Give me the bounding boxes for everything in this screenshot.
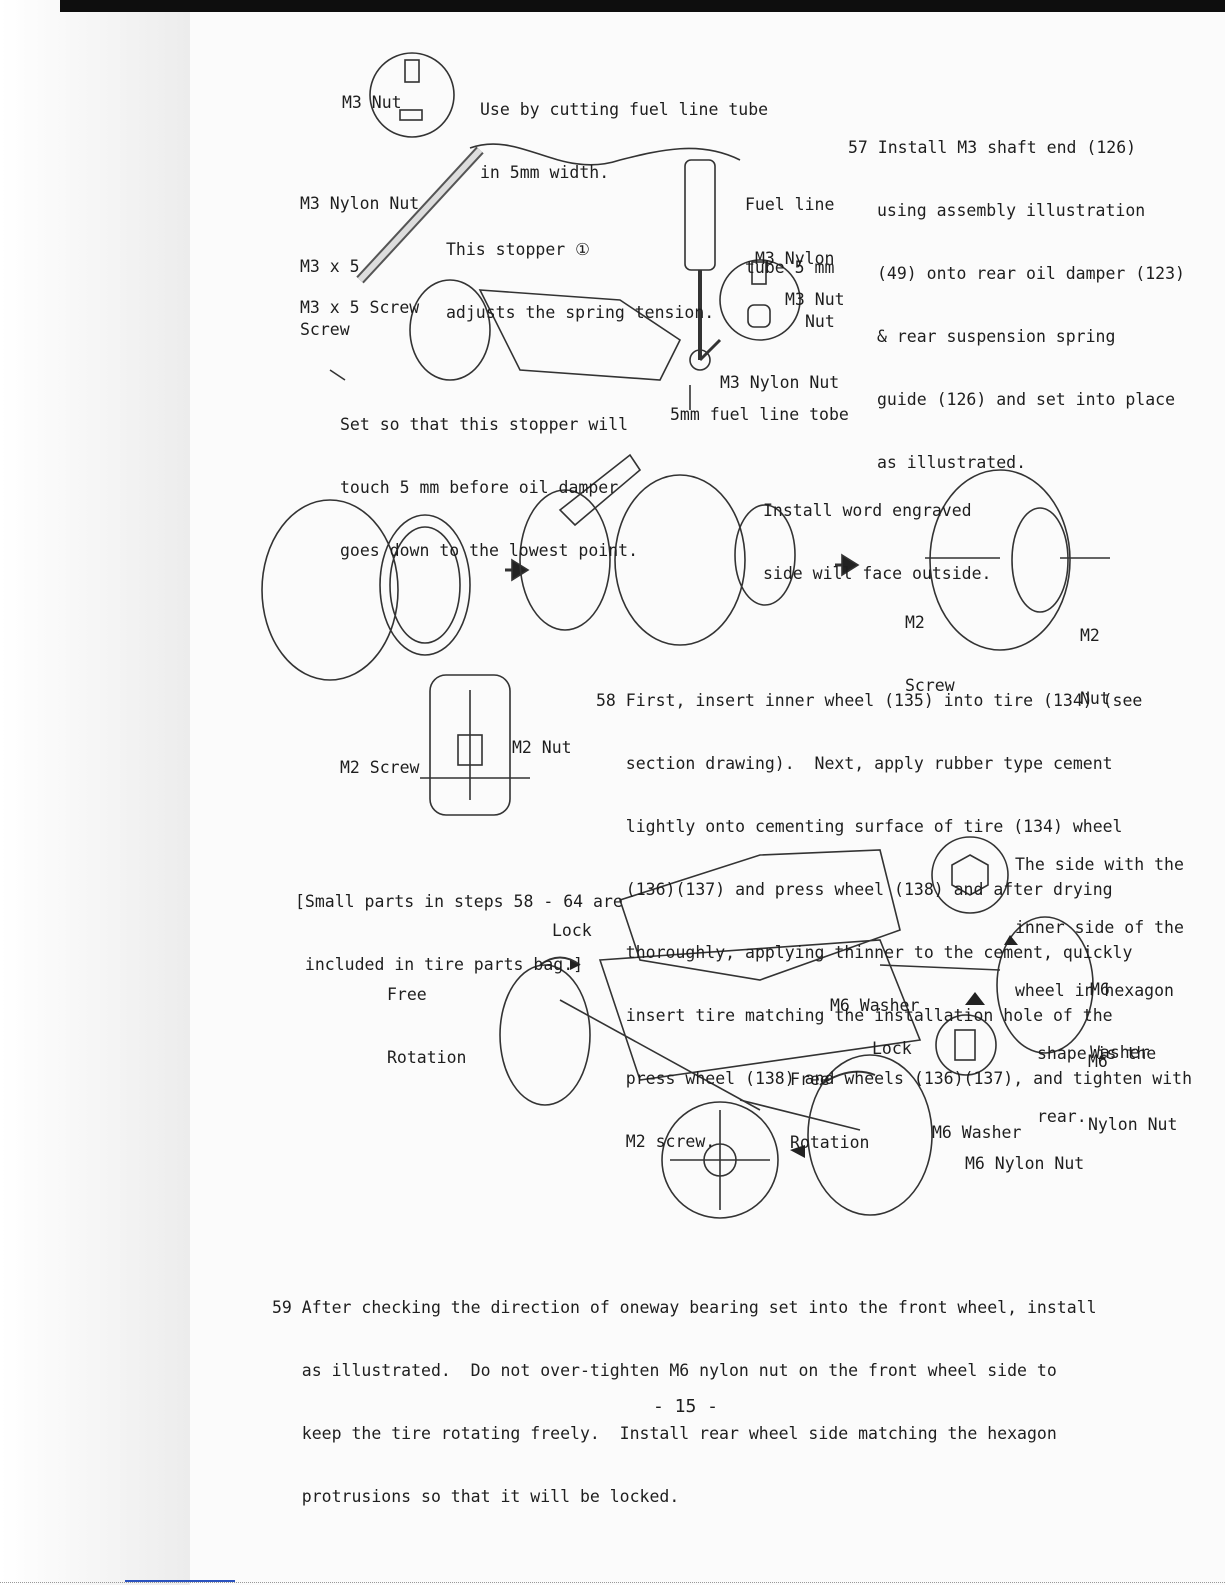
tire-goodyear [614, 474, 746, 646]
rear-right-tire [996, 916, 1094, 1054]
cemented-tire [519, 489, 611, 631]
m3-nut-label: M3 Nut [342, 93, 402, 112]
oneway-bearing-detail [661, 1101, 779, 1219]
cement-tube [558, 453, 642, 527]
step-57-text: 57 Install M3 shaft end (126) using asse… [848, 138, 1185, 472]
wheel-hub [734, 504, 796, 606]
fuel-line-tobe-label: 5mm fuel line tobe [670, 405, 849, 424]
m2-nut-right-label: M2 Nut [1080, 626, 1110, 708]
stopper-note: This stopper ① adjusts the spring tensio… [446, 240, 715, 322]
bottom-link-underline [125, 1580, 235, 1582]
m6-washer-bottom-label: M6 Washer [932, 1123, 1022, 1142]
step-58-text: 58 First, insert inner wheel (135) into … [596, 691, 1193, 1151]
m3-nylon-nut-label: M3 Nylon Nut M3 x 5 Screw [300, 194, 420, 339]
front-right-tire [807, 1054, 933, 1216]
m2-screw-label: M2 Screw [340, 758, 420, 777]
m3-nylon-nut-bottom-label: M3 Nylon Nut [720, 373, 840, 392]
m2-nut-label: M2 Nut [512, 738, 572, 757]
page-number: - 15 - [653, 1396, 719, 1417]
lock-mid-label: Lock [872, 1039, 912, 1058]
small-parts-note: [Small parts in steps 58 - 64 are includ… [295, 892, 623, 974]
front-left-tire [499, 964, 591, 1106]
motor [409, 279, 491, 381]
lock-label-top: Lock [552, 921, 592, 940]
m6-nylon-nut-bottom-label: M6 Nylon Nut [965, 1154, 1085, 1173]
hexagon-note: The side with the inner side of the whee… [1015, 855, 1184, 1126]
inner-wheel [379, 514, 471, 656]
page-shadow [0, 0, 190, 1585]
free-rotation-mid-label: Free Rotation [790, 1070, 870, 1152]
stopper-set-note: Set so that this stopper will touch 5 mm… [340, 415, 639, 560]
roll-cage [618, 849, 901, 981]
tire-left [261, 499, 399, 681]
m3-nut-detail-circle [369, 52, 455, 138]
m2-screw-right-label: M2 Screw [905, 613, 955, 695]
m3-nylon-nut-right-label: M3 Nylon Nut [755, 249, 835, 331]
free-rotation-label: Free Rotation [387, 985, 467, 1067]
fuel-line-note: Use by cutting fuel line tube in 5mm wid… [480, 100, 769, 182]
engraved-side-note: Install word engraved side will face out… [763, 501, 992, 583]
m6-washer-right-label: M6 Washer [1090, 980, 1150, 1062]
m6-nylon-nut-right-label: M6 Nylon Nut [1088, 1052, 1178, 1134]
fuel-line-tube-label: Fuel line tube 5 mm [745, 195, 835, 277]
m3x5-screw-label: M3 x 5 Screw [300, 298, 420, 317]
section-drawing [429, 674, 511, 816]
tire-assembled [929, 469, 1071, 651]
m6-washer-mid-label: M6 Washer [830, 996, 920, 1015]
hexagon-detail [931, 836, 1009, 914]
m3-nut-right-label: M3 Nut [785, 290, 845, 309]
bottom-dotted-rule [0, 1582, 1225, 1583]
step-59-text: 59 After checking the direction of onewa… [272, 1298, 1097, 1506]
top-edge-bar [60, 0, 1225, 12]
m3-nut-detail-circle-right [719, 259, 801, 341]
lock-detail [935, 1014, 997, 1076]
